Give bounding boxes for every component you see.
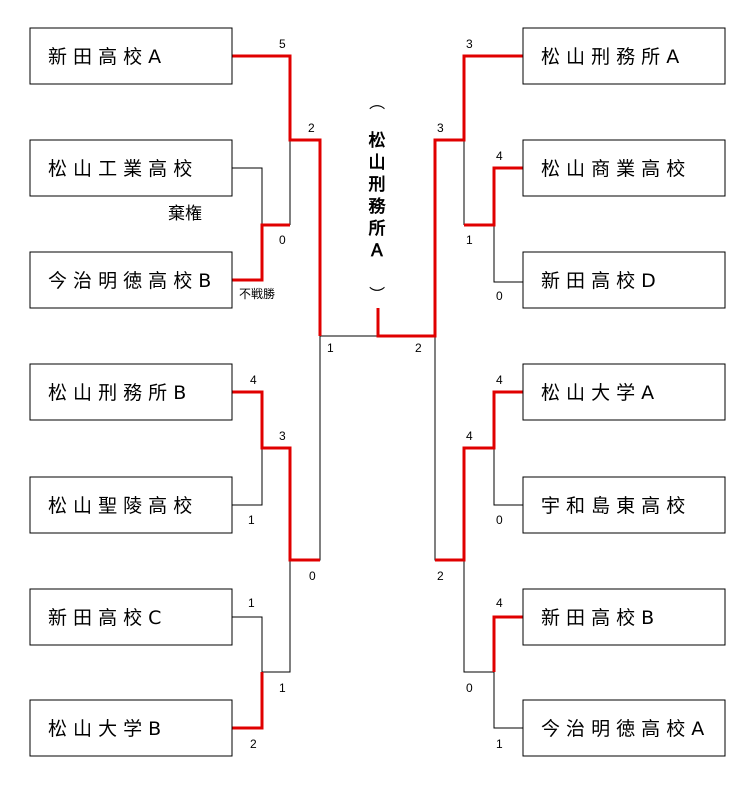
score-label: 4: [250, 373, 257, 387]
team-box-left-3: [29, 251, 233, 309]
champion-char: 務: [369, 196, 387, 217]
team-box-right-3: [522, 251, 726, 309]
champion-close-paren: ）: [367, 286, 386, 302]
team-box-left-6: [29, 588, 233, 646]
team-box-right-2: [522, 139, 726, 197]
score-label: 4: [496, 149, 503, 163]
team-name-left-5: 松 山 聖 陵 高 校: [48, 495, 192, 517]
team-name-right-5: 宇 和 島 東 高 校: [541, 495, 685, 517]
champion-char: 松: [369, 130, 386, 151]
winner-lines: [232, 54, 523, 730]
win-shogyo: [464, 166, 523, 227]
score-label: 0: [309, 569, 316, 583]
score-label: 1: [248, 513, 255, 527]
score-label: 0: [466, 681, 473, 695]
line-r-sf-low: [434, 336, 464, 561]
team-box-left-1: [29, 27, 233, 85]
win-nitta-a: [232, 54, 322, 336]
score-label: 4: [466, 429, 473, 443]
team-name-left-3: 今 治 明 徳 高 校 B: [48, 270, 211, 292]
line-l-nitta-c: [232, 616, 263, 672]
champion-char: 所: [369, 219, 386, 239]
team-name-right-2: 松 山 商 業 高 校: [541, 158, 685, 180]
score-label: 2: [250, 737, 257, 751]
score-label: 2: [437, 569, 444, 583]
team-box-right-5: [522, 476, 726, 534]
team-name-right-1: 松 山 刑 務 所 A: [541, 46, 679, 68]
walkover-note: 不戦勝: [239, 286, 275, 301]
line-r-imabari-a: [493, 672, 523, 729]
team-name-right-7: 今 治 明 徳 高 校 A: [541, 718, 704, 740]
score-label: 2: [415, 341, 422, 355]
team-box-left-2: [29, 139, 233, 197]
line-r-uwajima: [493, 448, 523, 506]
score-label: 4: [496, 596, 503, 610]
win-imabari-b: [232, 223, 290, 282]
champion-char: Ａ: [369, 241, 386, 261]
team-name-right-4: 松 山 大 学 A: [541, 382, 654, 404]
team-name-left-6: 新 田 高 校 C: [48, 607, 161, 629]
team-box-right-4: [522, 363, 726, 421]
team-name-right-3: 新 田 高 校 D: [541, 270, 656, 292]
score-label: 0: [496, 513, 503, 527]
win-keimusho-a: [376, 54, 523, 338]
team-box-left-4: [29, 363, 233, 421]
champion-char: 刑: [369, 175, 386, 195]
line-l-qf-low: [262, 560, 291, 673]
team-name-right-6: 新 田 高 校 B: [541, 607, 654, 629]
line-l-seiryo: [232, 448, 263, 506]
score-label: 3: [437, 121, 444, 135]
score-label: 0: [279, 233, 286, 247]
win-keimusho-b: [232, 390, 320, 562]
score-label: 1: [466, 233, 473, 247]
win-daigaku-b: [232, 672, 264, 730]
score-label: 1: [248, 596, 255, 610]
team-name-left-1: 新 田 高 校 A: [48, 46, 161, 68]
forfeit-note: 棄権: [168, 204, 202, 224]
win-daigaku-a: [435, 390, 523, 562]
score-label: 2: [308, 121, 315, 135]
line-l-sf-low: [290, 336, 321, 561]
line-r-nitta-d: [493, 225, 523, 283]
team-name-left-2: 松 山 工 業 高 校: [48, 158, 192, 180]
line-l-kogyo: [232, 167, 263, 225]
team-box-right-7: [522, 699, 726, 757]
champion-label: （ 松 山 刑 務 所 Ａ ）: [367, 94, 387, 302]
right-teams: 松 山 刑 務 所 A 松 山 商 業 高 校 新 田 高 校 D 松 山 大 …: [522, 27, 726, 757]
score-label: 4: [496, 373, 503, 387]
team-box-left-5: [29, 476, 233, 534]
scores-right: 3 3 4 1 0 2 4 4 0 2 4 0 1: [415, 37, 503, 751]
score-label: 1: [496, 737, 503, 751]
left-teams: 新 田 高 校 A 松 山 工 業 高 校 今 治 明 徳 高 校 B 松 山 …: [29, 27, 233, 757]
win-nitta-b: [492, 615, 523, 672]
team-box-right-1: [522, 27, 726, 85]
scores-left: 5 2 0 4 3 1 0 1 1 2 1: [248, 37, 334, 751]
score-label: 0: [496, 289, 503, 303]
score-label: 3: [466, 37, 473, 51]
score-label: 1: [327, 341, 334, 355]
team-name-left-4: 松 山 刑 務 所 B: [48, 382, 186, 404]
champion-char: 山: [369, 153, 386, 173]
team-name-left-7: 松 山 大 学 B: [48, 718, 161, 740]
score-label: 3: [279, 429, 286, 443]
team-box-right-6: [522, 588, 726, 646]
score-label: 1: [279, 681, 286, 695]
team-box-left-7: [29, 699, 233, 757]
champion-open-paren: （: [367, 94, 386, 110]
line-r-qf-d: [463, 560, 495, 673]
score-label: 5: [279, 37, 286, 51]
